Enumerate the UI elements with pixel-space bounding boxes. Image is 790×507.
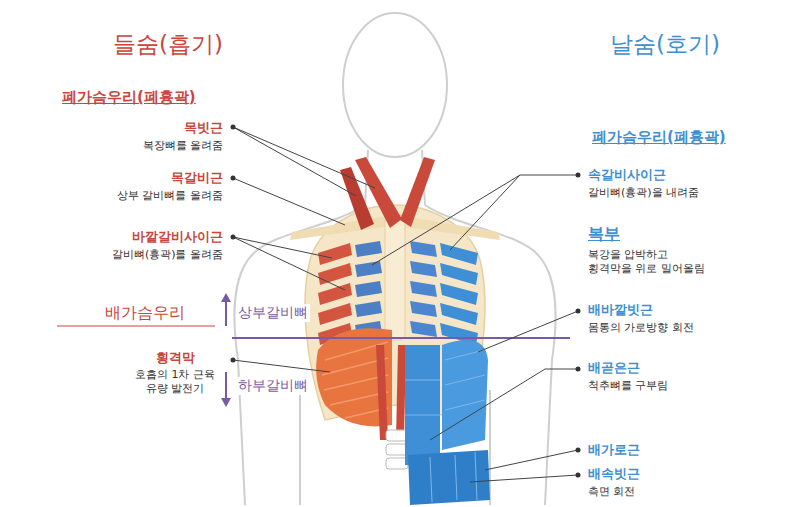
muscle-name: 배가로근 xyxy=(588,442,640,458)
clavicle xyxy=(290,215,392,240)
section-title: 복부 xyxy=(588,224,620,244)
muscle-name: 바깥갈비사이근 xyxy=(132,229,223,245)
rib-label: 상부갈비뼈 xyxy=(236,304,310,322)
description: 갈비뼈(흉곽)을 내려줌 xyxy=(588,186,699,200)
abdominal-muscles xyxy=(405,340,490,505)
muscle-name: 목갈비근 xyxy=(171,170,223,186)
description: 몸통의 가로방향 회전 xyxy=(588,321,694,335)
heading: 날숨(호기) xyxy=(610,30,720,59)
leader-dot xyxy=(231,125,581,478)
muscle-name: 목빗근 xyxy=(184,120,223,136)
description: 상부 갈비뼈를 올려줌 xyxy=(117,189,223,203)
description: 복장뼈를 올려줌 xyxy=(143,139,224,153)
divider-line xyxy=(232,337,570,339)
section-title: 폐가슴우리(폐흉곽) xyxy=(62,88,196,107)
muscle-name: 속갈비사이근 xyxy=(588,167,666,183)
section-title: 폐가슴우리(폐흉곽) xyxy=(592,128,726,147)
section-title: 배가슴우리 xyxy=(105,303,185,323)
diaphragm xyxy=(316,328,406,440)
direction-arrow xyxy=(221,293,231,407)
spine xyxy=(386,430,408,469)
leader-line xyxy=(233,127,578,482)
description: 측면 회전 xyxy=(588,485,636,499)
sternum xyxy=(385,215,405,340)
rib-label: 하부갈비뼈 xyxy=(236,377,310,395)
description: 척추뼈를 구부림 xyxy=(588,379,669,393)
muscle-name: 배바깥빗근 xyxy=(588,302,653,318)
description: 갈비뼈(흉곽)를 올려줌 xyxy=(112,248,223,262)
muscle-name: 배속빗근 xyxy=(588,466,640,482)
description: 호흡의 1차 근육 유량 발전기 xyxy=(125,368,225,396)
muscle-name: 횡격막 xyxy=(156,350,195,366)
muscle-name: 배곧은근 xyxy=(588,360,640,376)
heading: 들숨(흡기) xyxy=(113,30,223,59)
underline xyxy=(57,326,215,327)
body-outline xyxy=(235,13,556,505)
description: 복강을 압박하고 횡격막을 위로 밀어올림 xyxy=(588,248,710,276)
neck-muscles xyxy=(340,157,435,230)
